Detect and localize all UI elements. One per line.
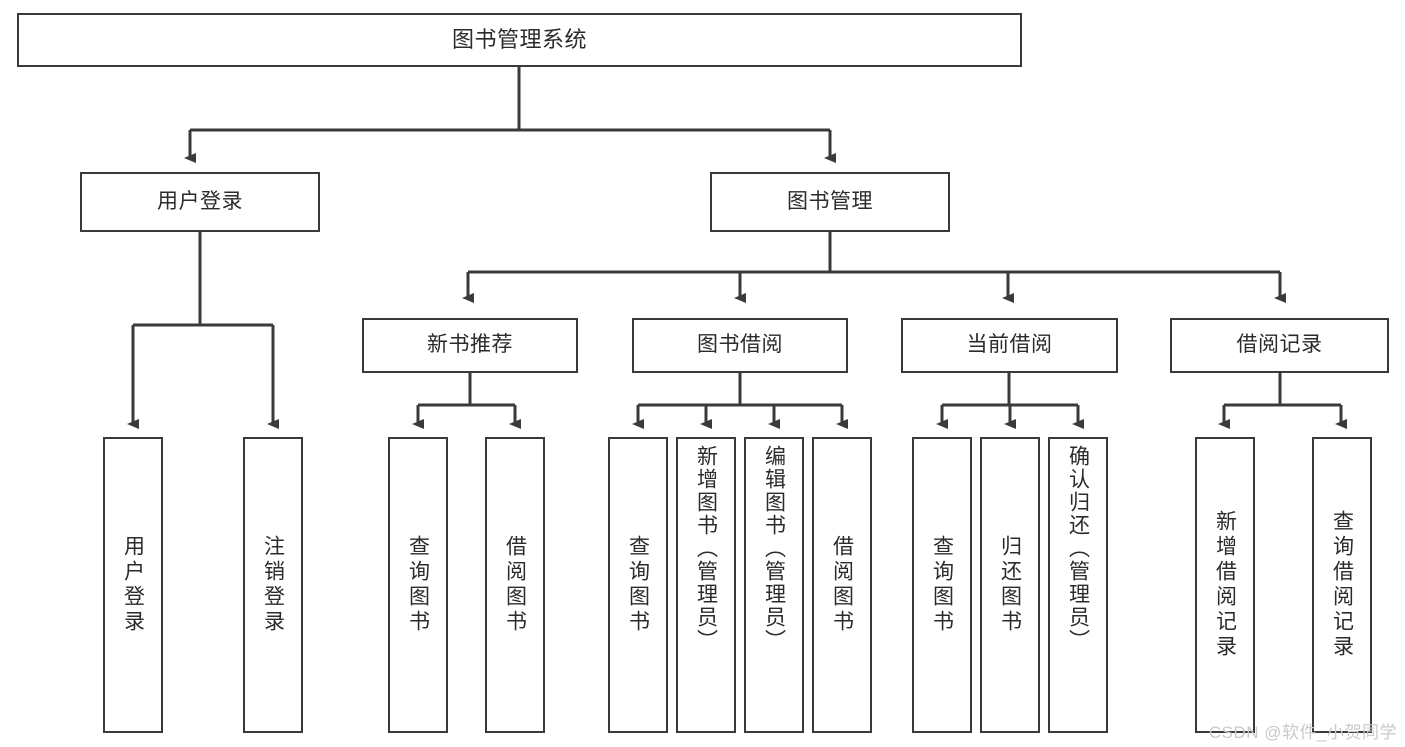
csdn-watermark: CSDN @软件_小贺同学 <box>1208 723 1397 742</box>
node-label: 借阅记录 <box>1236 333 1323 357</box>
leaf-add-borrow-record[interactable]: 新增借阅记录 <box>1195 437 1255 733</box>
node-book-management-system[interactable]: 图书管理系统 <box>17 13 1022 67</box>
node-label: 用户登录 <box>121 535 145 635</box>
node-label: 图书管理 <box>787 189 873 213</box>
node-label: 编辑图书（管理员） <box>762 445 786 652</box>
node-label: 注销登录 <box>261 535 285 635</box>
leaf-query-book-new-rec[interactable]: 查询图书 <box>388 437 448 733</box>
node-label: 借阅图书 <box>503 535 527 635</box>
leaf-borrow-book[interactable]: 借阅图书 <box>812 437 872 733</box>
node-user-login[interactable]: 用户登录 <box>80 172 320 232</box>
leaf-add-book-admin[interactable]: 新增图书（管理员） <box>676 437 736 733</box>
leaf-user-login[interactable]: 用户登录 <box>103 437 163 733</box>
leaf-query-borrow-record[interactable]: 查询借阅记录 <box>1312 437 1372 733</box>
node-label: 查询图书 <box>930 535 954 635</box>
node-new-book-recommend[interactable]: 新书推荐 <box>362 318 578 373</box>
node-book-management[interactable]: 图书管理 <box>710 172 950 232</box>
leaf-logout-login[interactable]: 注销登录 <box>243 437 303 733</box>
leaf-confirm-return-admin[interactable]: 确认归还（管理员） <box>1048 437 1108 733</box>
node-label: 图书管理系统 <box>451 27 587 53</box>
node-label: 查询借阅记录 <box>1330 510 1354 660</box>
node-label: 新增借阅记录 <box>1213 510 1237 660</box>
leaf-query-book-borrow[interactable]: 查询图书 <box>608 437 668 733</box>
node-label: 查询图书 <box>626 535 650 635</box>
leaf-edit-book-admin[interactable]: 编辑图书（管理员） <box>744 437 804 733</box>
node-label: 新增图书（管理员） <box>694 445 718 652</box>
leaf-return-book[interactable]: 归还图书 <box>980 437 1040 733</box>
node-label: 图书借阅 <box>697 333 783 357</box>
node-label: 用户登录 <box>157 189 243 213</box>
node-label: 确认归还（管理员） <box>1066 445 1090 652</box>
node-label: 查询图书 <box>406 535 430 635</box>
node-label: 当前借阅 <box>966 333 1053 357</box>
node-label: 归还图书 <box>998 535 1022 635</box>
node-label: 新书推荐 <box>427 333 513 357</box>
leaf-borrow-book-new-rec[interactable]: 借阅图书 <box>485 437 545 733</box>
node-borrow-record[interactable]: 借阅记录 <box>1170 318 1389 373</box>
node-book-borrow[interactable]: 图书借阅 <box>632 318 848 373</box>
leaf-query-book-current[interactable]: 查询图书 <box>912 437 972 733</box>
node-label: 借阅图书 <box>830 535 854 635</box>
node-current-borrow[interactable]: 当前借阅 <box>901 318 1118 373</box>
